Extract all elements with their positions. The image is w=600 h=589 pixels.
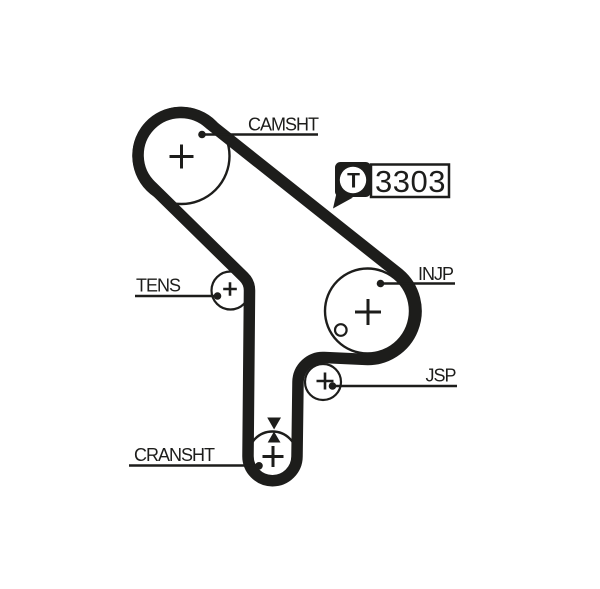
timing-mark-down-arrow: [267, 417, 281, 430]
crankshaft-center-cross: [262, 446, 284, 467]
badge-logo-circle: [339, 166, 367, 194]
jsp-center-cross: [316, 372, 334, 390]
badge-logo-letter: T: [347, 169, 360, 192]
timing-mark-up-arrow: [267, 431, 281, 443]
jsp-label: JSP: [425, 366, 456, 386]
camshaft-leader-dot: [198, 130, 206, 139]
jsp-leader-dot: [328, 382, 337, 390]
jsp-pulley: [303, 362, 343, 402]
badge-number-box: [369, 163, 451, 199]
injection-pump-pin-hole: [333, 323, 348, 337]
tensioner-label: TENS: [136, 276, 181, 296]
crankshaft-label: CRANSHT: [134, 445, 215, 465]
injection-pump-pulley: [323, 267, 412, 355]
injection-pump-label: INJP: [418, 264, 454, 284]
camshaft-center-cross: [169, 144, 194, 169]
injection-pump-leader-dot: [376, 279, 385, 288]
camshaft-label: CAMSHT: [248, 115, 319, 135]
part-number-badge: T 3303: [333, 162, 451, 209]
timing-belt-path: [132, 106, 422, 487]
badge-part-number: 3303: [375, 164, 446, 199]
crankshaft-leader-dot: [255, 462, 263, 470]
tensioner-leader-dot: [213, 292, 222, 300]
tensioner-center-cross: [223, 282, 237, 296]
injection-pump-center-cross: [355, 299, 381, 325]
